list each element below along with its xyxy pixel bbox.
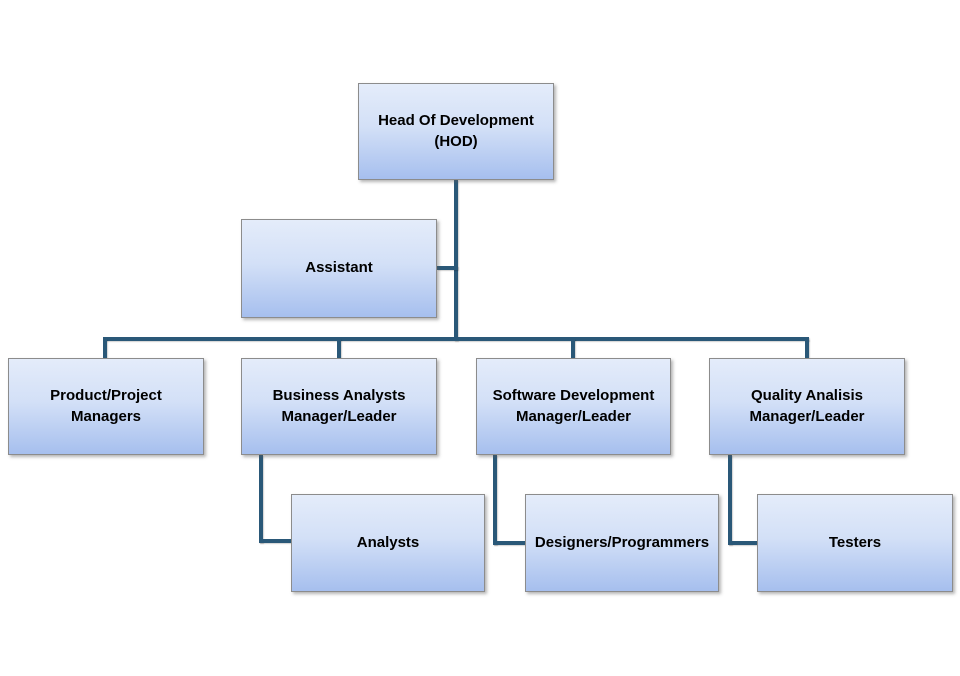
node-product-project-managers-label: Product/Project Managers — [50, 387, 162, 425]
connector-drop-product-managers — [103, 339, 107, 358]
connector-ba-to-analysts-vertical — [259, 455, 263, 543]
connector-horizontal-bus — [103, 337, 809, 341]
node-business-analysts-manager: Business Analysts Manager/Leader — [241, 358, 437, 455]
node-designers-programmers-label: Designers/Programmers — [534, 533, 710, 551]
connector-drop-quality-analysis — [805, 339, 809, 358]
node-testers-label: Testers — [828, 533, 882, 551]
node-software-development-manager: Software Development Manager/Leader — [476, 358, 671, 455]
connector-sd-to-designers-vertical — [493, 455, 497, 545]
connector-hod-to-bus — [454, 180, 458, 341]
connector-qa-to-testers-horizontal — [728, 541, 757, 545]
connector-ba-to-analysts-horizontal — [259, 539, 291, 543]
connector-sd-to-designers-horizontal — [493, 541, 525, 545]
node-testers: Testers — [757, 494, 953, 592]
node-assistant-label: Assistant — [305, 259, 373, 277]
node-product-project-managers: Product/Project Managers — [8, 358, 204, 455]
node-analysts: Analysts — [291, 494, 485, 592]
node-analysts-label: Analysts — [356, 533, 420, 551]
connector-drop-software-development — [571, 339, 575, 358]
node-software-development-manager-label: Software Development Manager/Leader — [492, 387, 655, 425]
node-quality-analysis-manager-label: Quality Analisis Manager/Leader — [749, 387, 865, 425]
node-designers-programmers: Designers/Programmers — [525, 494, 719, 592]
node-business-analysts-manager-label: Business Analysts Manager/Leader — [272, 387, 406, 425]
connector-qa-to-testers-vertical — [728, 455, 732, 545]
connector-assistant-to-hod-line — [437, 266, 458, 270]
node-assistant: Assistant — [241, 219, 437, 318]
node-head-of-development: Head Of Development (HOD) — [358, 83, 554, 180]
node-quality-analysis-manager: Quality Analisis Manager/Leader — [709, 358, 905, 455]
node-head-of-development-label: Head Of Development (HOD) — [378, 112, 534, 150]
connector-drop-business-analysts — [337, 339, 341, 358]
